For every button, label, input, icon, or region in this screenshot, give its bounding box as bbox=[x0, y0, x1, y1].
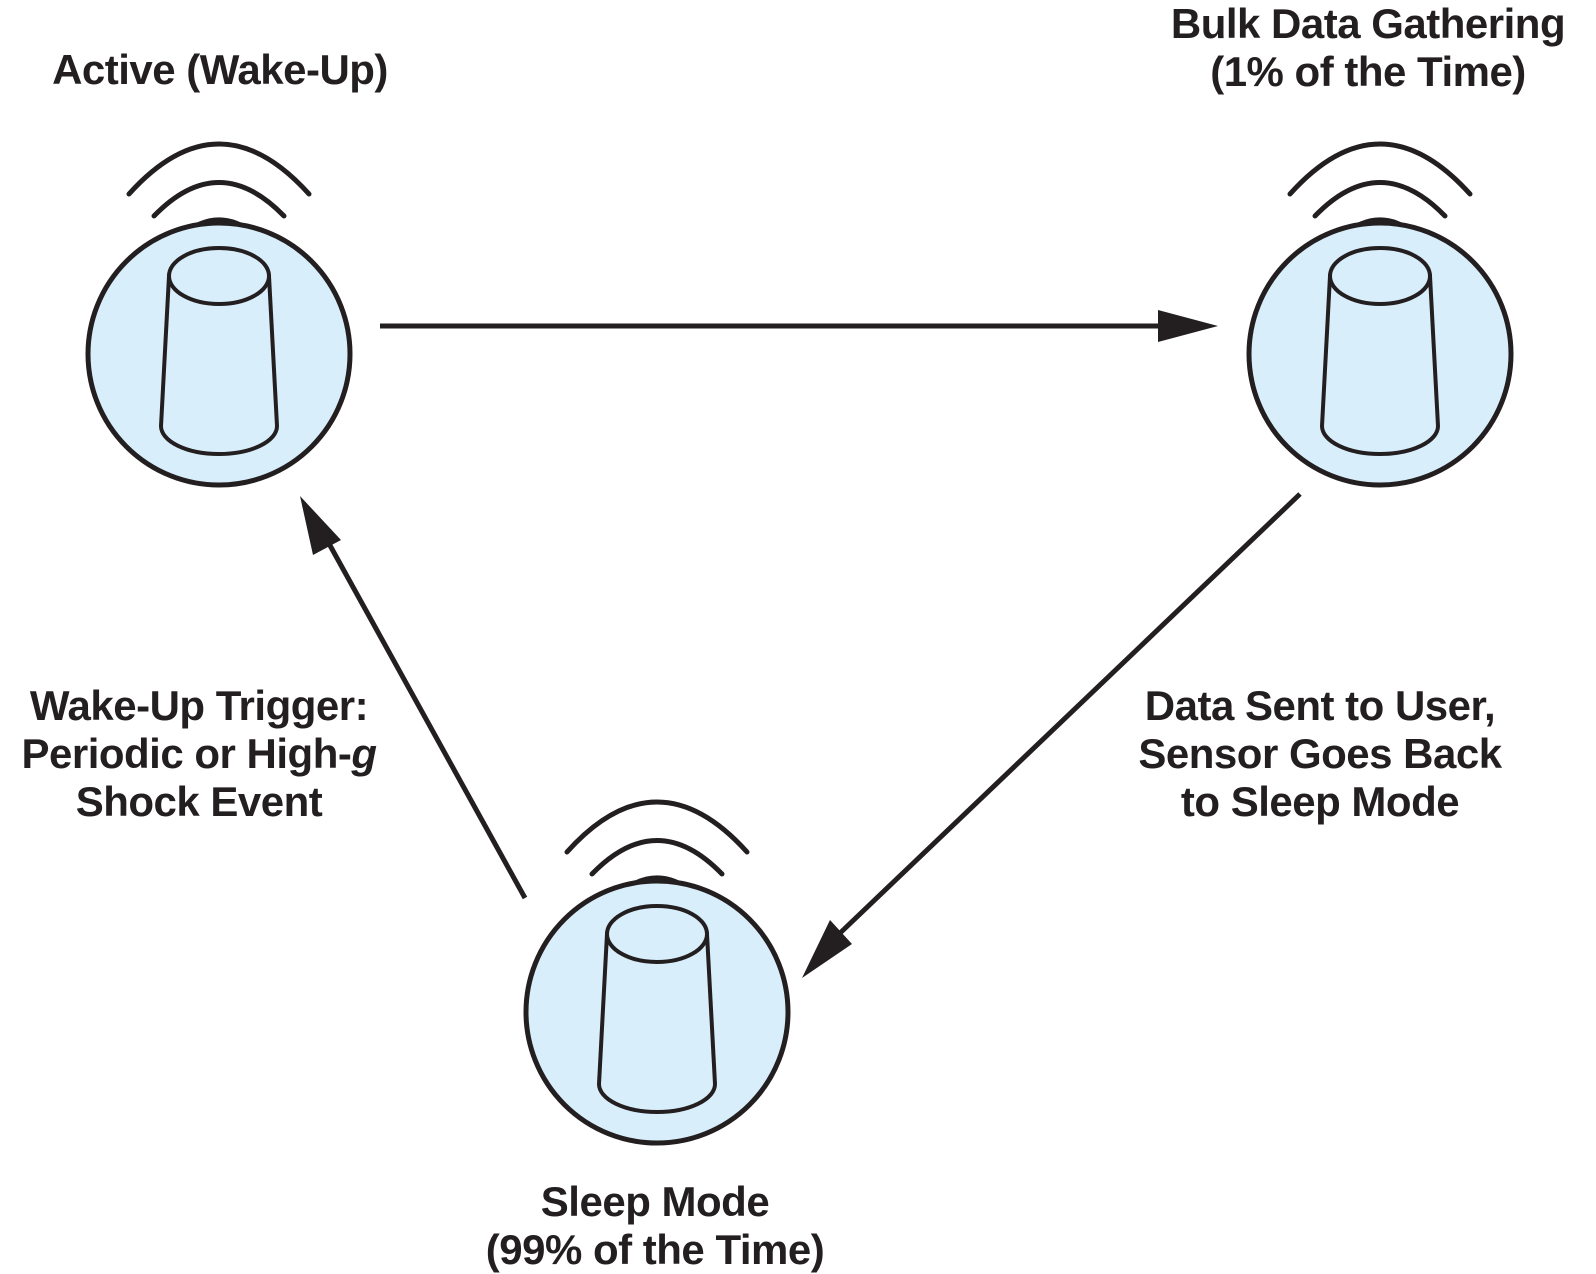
wake-trigger-line2: Periodic or High-g bbox=[0, 730, 398, 778]
arrow-sleep-to-active bbox=[300, 496, 528, 900]
wake-trigger-label: Wake-Up Trigger: Periodic or High-g Shoc… bbox=[0, 682, 398, 826]
active-node bbox=[88, 144, 350, 485]
wake-trigger-line2-text: Periodic or High- bbox=[21, 730, 352, 777]
sleep-state-title: Sleep Mode bbox=[540, 1178, 770, 1225]
cylinder-sensor-icon bbox=[1249, 144, 1511, 485]
active-state-title: Active (Wake-Up) bbox=[52, 46, 388, 93]
active-state-label: Active (Wake-Up) bbox=[10, 46, 430, 94]
bulk-node bbox=[1249, 144, 1511, 485]
bulk-state-title: Bulk Data Gathering bbox=[1170, 0, 1566, 47]
sleep-state-share: (99% of the Time) bbox=[485, 1226, 825, 1273]
wake-trigger-g-symbol: g bbox=[351, 730, 377, 777]
wake-trigger-line3: Shock Event bbox=[75, 778, 323, 825]
cylinder-sensor-icon bbox=[88, 144, 350, 485]
data-sent-line2: Sensor Goes Back bbox=[1138, 730, 1502, 777]
data-sent-label: Data Sent to User, Sensor Goes Back to S… bbox=[1110, 682, 1530, 826]
wake-trigger-line1: Wake-Up Trigger: bbox=[29, 682, 369, 729]
sleep-node bbox=[526, 802, 788, 1143]
sleep-state-label: Sleep Mode (99% of the Time) bbox=[430, 1178, 880, 1274]
data-sent-line1: Data Sent to User, bbox=[1144, 682, 1496, 729]
bulk-state-share: (1% of the Time) bbox=[1210, 48, 1526, 95]
arrow-active-to-bulk bbox=[380, 310, 1218, 342]
arrow-bulk-to-sleep bbox=[802, 492, 1302, 978]
bulk-state-label: Bulk Data Gathering (1% of the Time) bbox=[1140, 0, 1596, 96]
data-sent-line3: to Sleep Mode bbox=[1180, 778, 1460, 825]
cylinder-sensor-icon bbox=[526, 802, 788, 1143]
